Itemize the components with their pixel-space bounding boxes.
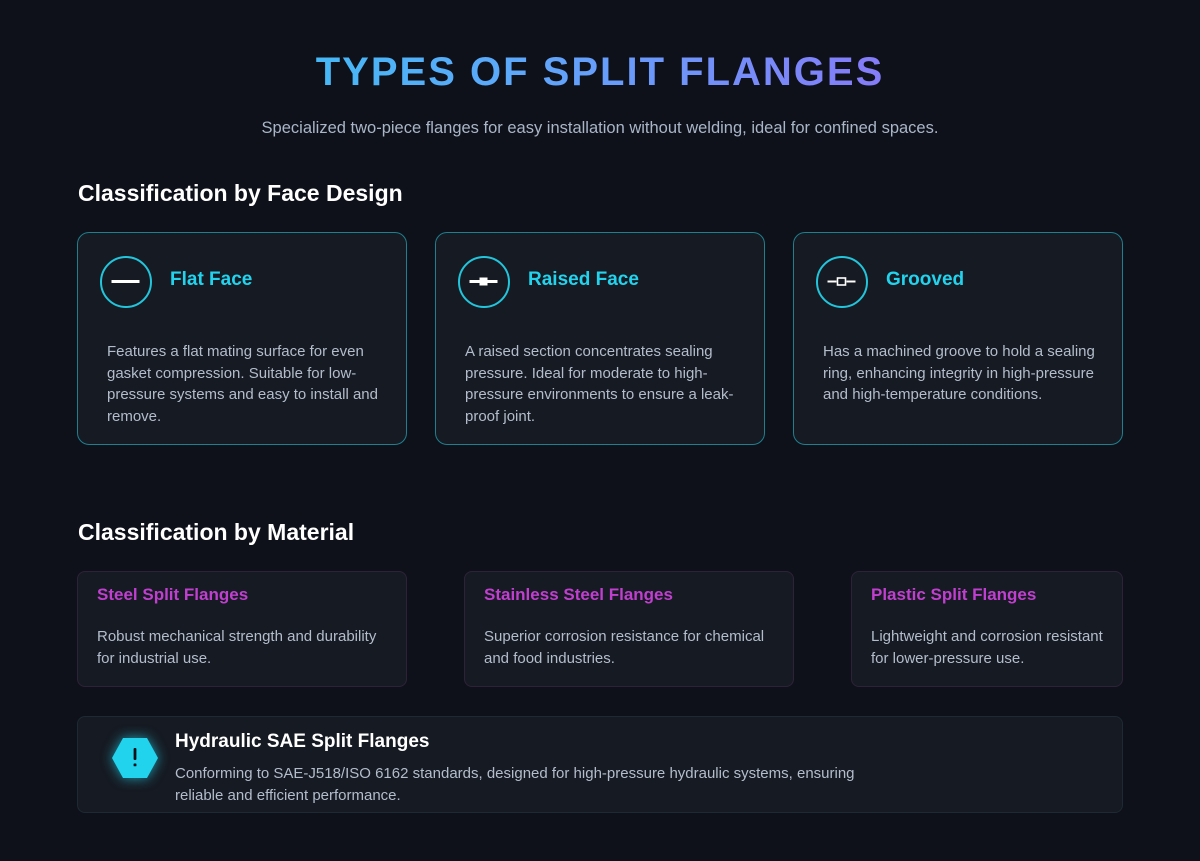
callout-description: Conforming to SAE-J518/ISO 6162 standard… xyxy=(175,765,855,804)
warning-hexagon-icon xyxy=(111,737,159,779)
face-card-description: Has a machined groove to hold a sealing … xyxy=(823,343,1095,403)
material-card-description: Lightweight and corrosion resistant for … xyxy=(871,628,1103,667)
callout-title: Hydraulic SAE Split Flanges xyxy=(175,731,430,752)
face-card-description: Features a flat mating surface for even … xyxy=(107,343,378,425)
material-card-title: Plastic Split Flanges xyxy=(871,585,1037,604)
raised-face-icon xyxy=(458,256,510,308)
hydraulic-sae-callout: Hydraulic SAE Split Flanges Conforming t… xyxy=(77,716,1123,813)
face-card-grooved: Grooved Has a machined groove to hold a … xyxy=(793,232,1123,445)
face-design-heading: Classification by Face Design xyxy=(78,180,403,206)
material-card-steel: Steel Split Flanges Robust mechanical st… xyxy=(77,571,407,687)
material-card-title: Steel Split Flanges xyxy=(97,585,249,604)
face-card-flat: Flat Face Features a flat mating surface… xyxy=(77,232,407,445)
material-card-description: Superior corrosion resistance for chemic… xyxy=(484,628,765,667)
face-card-title: Grooved xyxy=(886,269,965,290)
face-card-raised: Raised Face A raised section concentrate… xyxy=(435,232,765,445)
flat-face-icon xyxy=(100,256,152,308)
page-subtitle: Specialized two-piece flanges for easy i… xyxy=(261,119,939,137)
material-heading: Classification by Material xyxy=(78,519,355,545)
material-card-title: Stainless Steel Flanges xyxy=(484,585,673,604)
material-card-plastic: Plastic Split Flanges Lightweight and co… xyxy=(851,571,1123,687)
page-title: TYPES OF SPLIT FLANGES xyxy=(0,50,1200,95)
face-card-title: Flat Face xyxy=(170,269,253,290)
face-card-description: A raised section concentrates sealing pr… xyxy=(465,343,734,425)
material-card-stainless: Stainless Steel Flanges Superior corrosi… xyxy=(464,571,794,687)
face-card-title: Raised Face xyxy=(528,269,639,290)
grooved-face-icon xyxy=(816,256,868,308)
material-card-description: Robust mechanical strength and durabilit… xyxy=(97,628,377,667)
